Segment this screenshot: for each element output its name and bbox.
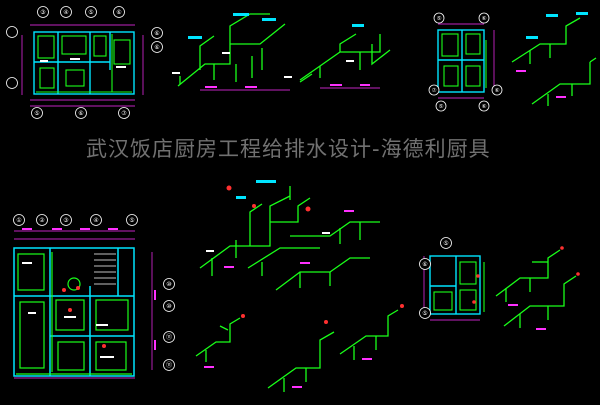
iso-br-pipes xyxy=(495,249,577,328)
plan-tr-walls xyxy=(437,29,485,93)
iso-c-labels xyxy=(206,232,330,252)
plan-tl-dimensions xyxy=(21,24,144,107)
isometric-bottom-center xyxy=(195,304,404,392)
plan-br-axis-bubbles xyxy=(419,237,452,319)
iso-tr-tags xyxy=(526,12,588,39)
plan-tr-axis-bubbles xyxy=(428,12,503,112)
axis-label: ④ xyxy=(63,9,68,16)
plan-br-markers xyxy=(472,274,480,304)
iso-c-pipes xyxy=(199,186,380,291)
axis-label: ③ xyxy=(40,9,45,16)
plan-bl-walls xyxy=(13,247,135,377)
axis-label: ⑪ xyxy=(166,333,172,341)
axis-label: ⑩ xyxy=(166,303,171,310)
isometric-top-middle xyxy=(172,13,391,91)
plan-top-left: ③ ④ ⑤ ⑥ ⑥ ⑥ ⑤ ⑥ ⑦ xyxy=(6,6,163,119)
plan-bl-dimensions xyxy=(14,230,153,379)
axis-label: ⑥ xyxy=(116,9,121,16)
iso-br-dim-labels xyxy=(508,304,546,330)
axis-label: ⑥ xyxy=(154,30,159,37)
iso-c-markers xyxy=(226,185,311,212)
plan-top-right: ⑤ ⑥ ⑥ ⑦ ⑤ ⑥ xyxy=(428,12,503,112)
iso-c-tags xyxy=(236,180,276,199)
drawing-title-watermark: 武汉饭店厨房工程给排水设计-海德利厨具 xyxy=(86,137,491,161)
axis-label: ⑤ xyxy=(443,240,448,247)
iso-tr-dim-labels xyxy=(516,70,566,98)
axis-label: ⑤ xyxy=(88,9,93,16)
axis-label: ⑤ xyxy=(129,217,134,224)
plan-bl-labels xyxy=(22,262,114,358)
axis-label: ⑥ xyxy=(78,110,83,117)
axis-label: ② xyxy=(39,217,45,224)
axis-label: ⑤ xyxy=(422,310,427,317)
plan-bottom-left: ① ② ③ ④ ⑤ ⑩ ⑩ ⑪ ⑪ xyxy=(13,214,175,379)
plan-tr-dimensions xyxy=(438,23,495,99)
plan-tl-pipes xyxy=(36,34,132,93)
plan-bottom-right: ⑤ ⑥ ⑤ xyxy=(419,237,485,321)
axis-label: ⑥ xyxy=(482,104,487,110)
axis-label: ⑥ xyxy=(422,261,427,268)
iso-c-dim-labels xyxy=(224,210,354,268)
plan-tl-walls xyxy=(33,31,135,95)
axis-label: ⑥ xyxy=(154,44,159,51)
axis-label: ⑥ xyxy=(482,16,487,22)
plan-bl-pipes xyxy=(16,252,132,375)
plan-tl-axis-bubbles xyxy=(6,6,163,119)
plan-bl-markers xyxy=(62,286,106,348)
axis-label: ⑦ xyxy=(432,87,437,94)
axis-label: ④ xyxy=(93,217,98,224)
plan-tr-pipes xyxy=(441,33,487,88)
plan-bl-axis-bubbles xyxy=(13,214,175,371)
plan-br-walls xyxy=(429,255,481,315)
isometric-top-right xyxy=(511,12,597,106)
axis-label: ⑤ xyxy=(437,16,442,22)
isometric-bottom-right xyxy=(495,246,580,330)
iso-tm-tags xyxy=(188,13,364,39)
axis-label: ⑤ xyxy=(34,110,39,117)
axis-label: ⑤ xyxy=(439,104,444,110)
axis-label: ③ xyxy=(63,217,68,224)
plan-tl-labels xyxy=(40,58,126,68)
iso-bc-dim-labels xyxy=(204,358,372,388)
isometric-center xyxy=(199,180,380,291)
axis-label: ① xyxy=(16,217,21,224)
plan-br-pipes xyxy=(433,261,485,312)
iso-tm-dimensions xyxy=(200,87,380,91)
axis-label: ⑥ xyxy=(495,88,500,94)
iso-br-markers xyxy=(560,246,580,276)
iso-tm-pipes xyxy=(177,13,391,87)
iso-tm-dim-labels xyxy=(205,84,370,88)
iso-bc-pipes xyxy=(195,309,399,392)
plan-bl-stairs xyxy=(94,253,116,285)
iso-tm-labels xyxy=(172,52,354,78)
iso-bc-markers xyxy=(241,304,404,324)
plan-bl-dim-labels xyxy=(22,228,156,350)
axis-label: ⑩ xyxy=(166,281,171,288)
axis-label: ⑦ xyxy=(121,110,127,117)
iso-tr-pipes xyxy=(511,17,597,106)
axis-label: ⑪ xyxy=(166,361,172,369)
